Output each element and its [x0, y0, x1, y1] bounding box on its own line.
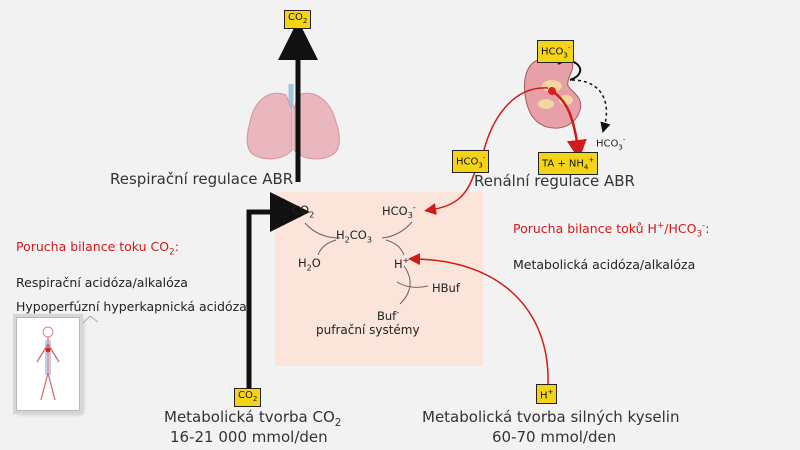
- chem-hco3: HCO3-: [382, 203, 416, 221]
- chem-buf: Buf-: [377, 308, 400, 323]
- hco3-left-box: HCO3-: [452, 150, 490, 174]
- hco3-excreted-label: HCO3-: [596, 136, 626, 152]
- reaction-arc-hco3: [381, 221, 413, 239]
- left-panel-title: Porucha bilance toku CO2:: [16, 239, 179, 258]
- metabolic-acids-line-1: Metabolická tvorba silných kyselin: [422, 408, 680, 426]
- left-panel-item-1: Respirační acidóza/alkalóza: [16, 275, 188, 290]
- ta-nh4-box: TA + NH4+: [538, 152, 599, 176]
- circulation-thumbnail[interactable]: [16, 317, 80, 411]
- buffer-arc-buf: [399, 265, 411, 305]
- buffer-arc-hbuf: [396, 281, 429, 288]
- body-figure-icon: [36, 326, 60, 401]
- lungs-icon: [246, 84, 340, 160]
- chem-co2: CO2: [292, 203, 315, 220]
- hco3-kidney-box: HCO3-: [537, 40, 575, 64]
- hco3-excretion-arrow: [571, 79, 611, 134]
- resp-regulation-title: Respirační regulace ABR: [110, 170, 294, 188]
- chem-hbuf: HBuf: [432, 281, 460, 295]
- left-panel-item-2: Hypoperfúzní hyperkapnická acidóza: [16, 299, 247, 314]
- reaction-arc-h2o: [317, 239, 337, 256]
- metabolic-acids-line-2: 60-70 mmol/den: [492, 428, 617, 446]
- h-bottom-box: H+: [536, 384, 558, 405]
- reaction-arc-h: [385, 239, 405, 256]
- buffer-systems-label: pufrační systémy: [316, 323, 420, 337]
- chem-h: H+: [394, 256, 410, 271]
- h-production-arrow: [408, 253, 549, 385]
- hco3-reabsorb-upper: [483, 87, 549, 151]
- ta-nh4-arrow: [551, 89, 587, 160]
- metabolic-co2-line-2: 16-21 000 mmol/den: [170, 428, 328, 446]
- co2-top-box: CO2: [284, 10, 312, 29]
- renal-regulation-title: Renální regulace ABR: [474, 172, 635, 190]
- chem-h2co3: H2CO3: [336, 228, 372, 245]
- right-panel-item-1: Metabolická acidóza/alkalóza: [513, 257, 696, 272]
- hco3-reabsorb-lower: [424, 167, 477, 216]
- chem-h2o: H2O: [298, 256, 321, 273]
- metabolic-co2-line-1: Metabolická tvorba CO2: [164, 408, 342, 429]
- co2-bottom-box: CO2: [234, 388, 262, 407]
- co2-production-arrow: [246, 192, 310, 388]
- right-panel-title: Porucha bilance toků H+/HCO3-:: [513, 221, 710, 240]
- reaction-arc-co2: [304, 222, 341, 239]
